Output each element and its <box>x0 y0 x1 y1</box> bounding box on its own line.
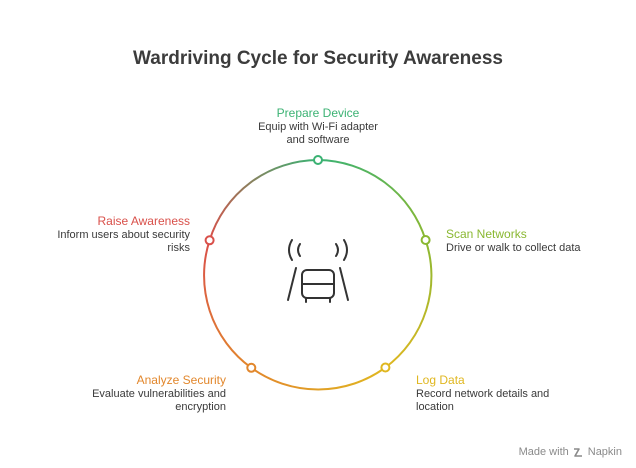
step-description: Drive or walk to collect data <box>446 242 581 254</box>
step-description: Evaluate vulnerabilities and encryption <box>92 388 226 413</box>
step-description: Equip with Wi-Fi adapter and software <box>258 121 378 146</box>
cycle-arc-prepare-to-scan <box>317 159 427 241</box>
cycle-arc-analyze-to-raise <box>203 239 252 369</box>
step-description: Record network details and location <box>416 388 550 413</box>
step-title: Analyze Security <box>136 373 226 387</box>
car-with-signal-icon <box>287 239 349 303</box>
step-prepare-device: Prepare Device Equip with Wi-Fi adapter … <box>240 106 396 147</box>
step-title: Log Data <box>416 373 465 387</box>
node-log-data <box>380 362 391 373</box>
step-analyze-security: Analyze Security Evaluate vulnerabilitie… <box>86 373 226 414</box>
cycle-arc-scan-to-log <box>384 239 433 369</box>
step-title: Prepare Device <box>276 106 360 120</box>
step-title: Raise Awareness <box>97 214 191 228</box>
node-raise-awareness <box>204 235 215 246</box>
step-raise-awareness: Raise Awareness Inform users about secur… <box>46 214 190 255</box>
node-analyze-security <box>246 362 257 373</box>
step-title: Scan Networks <box>446 227 527 241</box>
napkin-logo-icon <box>573 447 582 457</box>
napkin-brand: Napkin <box>587 446 622 458</box>
cycle-arc-raise-to-prepare <box>208 159 319 241</box>
node-prepare-device <box>313 155 323 165</box>
node-scan-networks <box>420 235 431 245</box>
cycle-arc-log-to-analyze <box>250 366 386 391</box>
step-scan-networks: Scan Networks Drive or walk to collect d… <box>446 227 616 255</box>
page-title: Wardriving Cycle for Security Awareness <box>133 48 503 69</box>
made-with-label: Made with <box>518 446 569 458</box>
step-description: Inform users about security risks <box>57 229 190 254</box>
step-log-data: Log Data Record network details and loca… <box>416 373 566 414</box>
made-with-napkin-credit[interactable]: Made with Napkin <box>519 446 622 458</box>
